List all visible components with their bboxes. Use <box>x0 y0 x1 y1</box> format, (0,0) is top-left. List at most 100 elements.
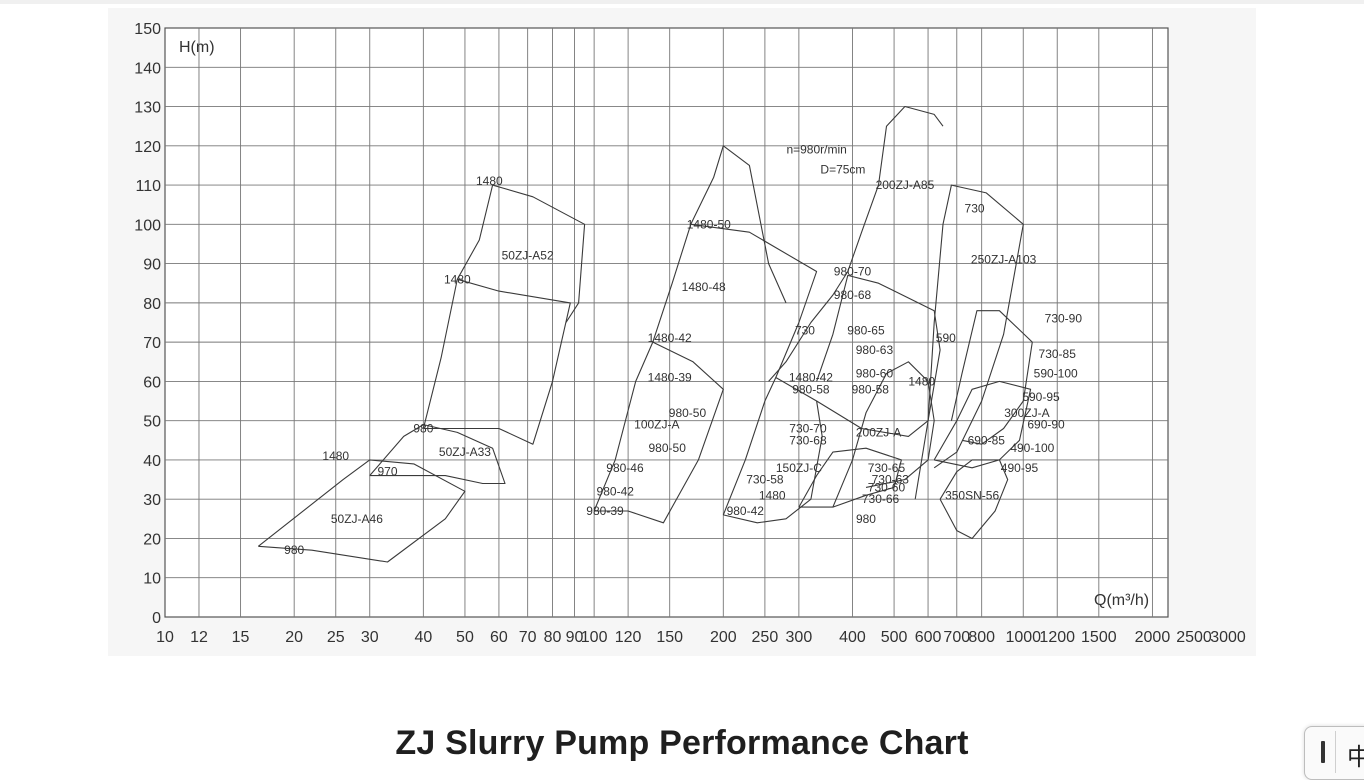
region-annotation: 1480-48 <box>682 280 726 294</box>
region-annotation: 980-42 <box>727 504 765 518</box>
y-tick-label: 150 <box>134 21 161 38</box>
ime-divider <box>1335 731 1336 773</box>
x-tick-label: 70 <box>519 629 537 646</box>
region-annotation: 980-50 <box>649 441 687 455</box>
page-title: ZJ Slurry Pump Performance Chart <box>395 724 969 762</box>
x-tick-label: 1000 <box>1005 629 1041 646</box>
region-annotation: 980-50 <box>669 406 707 420</box>
y-tick-label: 20 <box>143 531 161 548</box>
y-tick-label: 30 <box>143 492 161 509</box>
y-tick-label: 60 <box>143 374 161 391</box>
pump-region <box>914 184 1024 500</box>
pump-region <box>369 424 506 485</box>
x-tick-label: 400 <box>839 629 866 646</box>
y-tick-label: 80 <box>143 296 161 313</box>
region-annotation: 730-65 <box>868 461 906 475</box>
region-annotation: 970 <box>377 465 397 479</box>
x-tick-label: 600 <box>915 629 942 646</box>
region-annotation: 300ZJ-A <box>1004 406 1049 420</box>
region-annotation: 490-100 <box>1010 441 1054 455</box>
region-annotation: 730-63 <box>872 473 910 487</box>
x-tick-label: 50 <box>456 629 474 646</box>
ime-language-char: 中 <box>1347 743 1364 771</box>
x-tick-label: 12 <box>190 629 208 646</box>
region-annotation: 980-46 <box>606 461 644 475</box>
x-tick-label: 80 <box>544 629 562 646</box>
x-tick-label: 60 <box>490 629 508 646</box>
x-tick-label: 25 <box>327 629 345 646</box>
region-annotation: 730-66 <box>862 492 900 506</box>
x-tick-label: 10 <box>156 629 174 646</box>
x-tick-label: 2000 <box>1135 629 1171 646</box>
x-tick-label: 2500 <box>1176 629 1212 646</box>
region-annotation: 980-39 <box>586 504 624 518</box>
text-cursor-icon <box>1321 741 1325 763</box>
x-tick-label: 800 <box>968 629 995 646</box>
region-annotation: 730-58 <box>746 473 784 487</box>
region-annotation: 50ZJ-A46 <box>331 512 383 526</box>
region-annotation: 980 <box>284 543 304 557</box>
plot-area <box>164 27 1169 618</box>
pump-region <box>257 459 466 563</box>
x-tick-label: 250 <box>752 629 779 646</box>
x-tick-label: 100 <box>581 629 608 646</box>
region-annotation: 100ZJ-A <box>634 418 679 432</box>
region-annotation: 980-68 <box>834 288 872 302</box>
pump-region <box>939 459 1009 540</box>
region-annotation: 980-58 <box>852 382 890 396</box>
region-annotation: 980 <box>856 512 876 526</box>
pump-region <box>456 184 586 323</box>
pump-region <box>933 380 1032 469</box>
x-tick-label: 3000 <box>1210 629 1246 646</box>
region-annotation: 730 <box>965 202 985 216</box>
y-tick-label: 10 <box>143 571 161 588</box>
region-annotation: 1480 <box>322 449 349 463</box>
region-annotation: 690-85 <box>968 433 1006 447</box>
region-annotation: 1480 <box>476 174 503 188</box>
pump-region <box>950 310 1033 445</box>
region-annotation: 980-60 <box>856 367 894 381</box>
region-annotation: D=75cm <box>820 162 865 176</box>
region-annotation: 980-70 <box>834 264 872 278</box>
x-tick-label: 90 <box>566 629 584 646</box>
pump-region <box>722 376 823 524</box>
region-annotation: 730-70 <box>789 422 827 436</box>
y-tick-label: 90 <box>143 257 161 274</box>
x-tick-label: 1200 <box>1039 629 1075 646</box>
x-tick-label: 300 <box>786 629 813 646</box>
region-annotation: 590-100 <box>1034 367 1078 381</box>
region-annotation: 1480-50 <box>687 217 731 231</box>
region-annotation: 690-90 <box>1027 418 1065 432</box>
region-annotation: 590 <box>936 331 956 345</box>
region-annotation: n=980r/min <box>786 143 846 157</box>
y-tick-label: 0 <box>152 610 161 627</box>
region-annotation: 1480-39 <box>648 370 692 384</box>
y-tick-label: 70 <box>143 335 161 352</box>
region-annotation: 50ZJ-A52 <box>502 249 554 263</box>
x-tick-label: 20 <box>285 629 303 646</box>
y-tick-label: 40 <box>143 453 161 470</box>
region-annotation: 50ZJ-A33 <box>439 445 491 459</box>
region-annotation: 980-58 <box>792 382 830 396</box>
x-tick-label: 1500 <box>1081 629 1117 646</box>
pump-region <box>690 223 818 378</box>
y-tick-label: 140 <box>134 60 161 77</box>
y-tick-label: 120 <box>134 139 161 156</box>
y-tick-label: 130 <box>134 100 161 117</box>
x-tick-label: 15 <box>232 629 250 646</box>
x-tick-label: 700 <box>943 629 970 646</box>
pump-region <box>832 361 935 508</box>
region-annotation: 730 <box>795 323 815 337</box>
region-annotation: 980 <box>413 422 433 436</box>
y-tick-label: 110 <box>135 178 161 195</box>
top-edge-line <box>0 0 1364 4</box>
x-tick-label: 150 <box>656 629 683 646</box>
region-annotation: 980-42 <box>597 484 635 498</box>
x-tick-label: 120 <box>615 629 642 646</box>
region-annotation: 730-85 <box>1039 347 1077 361</box>
region-annotation: 200ZJ-A85 <box>876 178 935 192</box>
region-annotation: 350SN-56 <box>945 488 999 502</box>
ime-indicator[interactable]: 中 <box>1304 726 1364 780</box>
